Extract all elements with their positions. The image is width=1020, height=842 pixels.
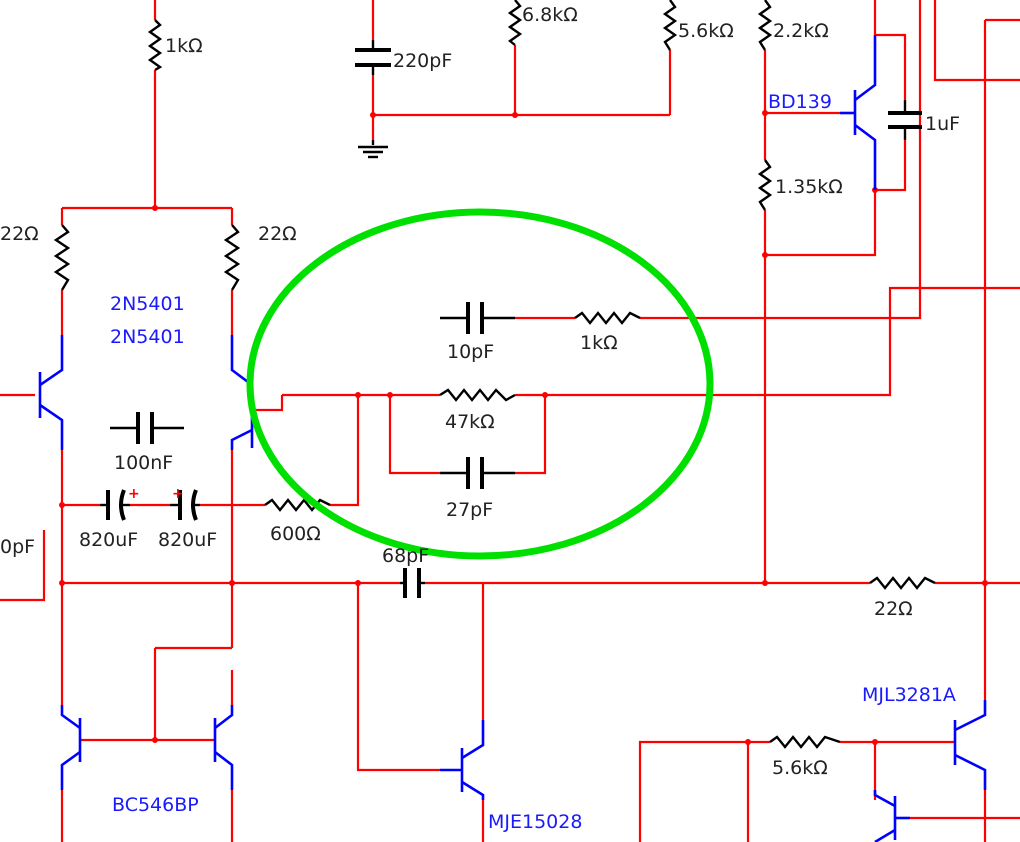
transistor-symbols [38,35,987,842]
component-labels: 1kΩ 6.8kΩ 5.6kΩ 2.2kΩ 220pF 1uF 1.35kΩ 2… [0,4,960,833]
label-q-mjl3281a: MJL3281A [862,684,956,706]
label-q-2n5401-b: 2N5401 [110,326,185,348]
label-q-mje15028: MJE15028 [488,811,582,833]
label-r-1-35k: 1.35kΩ [775,176,843,198]
label-q-bc546bp: BC546BP [112,794,199,816]
label-c-100n: 100nF [114,452,173,474]
label-r-1k-top: 1kΩ [165,35,203,57]
label-c-10p: 10pF [447,341,494,363]
polarity-mark-a: + [128,486,140,502]
label-r-600: 600Ω [270,523,321,545]
label-c-820u-a: 820uF [79,529,138,551]
label-r-22-left: 22Ω [0,223,39,245]
junctions [59,110,988,745]
label-c-68p: 68pF [382,545,429,567]
label-r-1k-mid: 1kΩ [580,332,618,354]
label-r-2-2k: 2.2kΩ [773,20,829,42]
label-r-5-6k-bot: 5.6kΩ [772,757,828,779]
label-r-22-mid: 22Ω [258,223,297,245]
label-c-27p: 27pF [446,499,493,521]
label-q-2n5401-a: 2N5401 [110,293,185,315]
label-c-220p: 220pF [393,50,452,72]
label-c-820u-b: 820uF [158,529,217,551]
label-q-bd139: BD139 [768,91,832,113]
label-c-left-partial: 0pF [0,536,35,558]
highlight-ellipse [246,208,714,560]
polarity-mark-b: + [172,486,184,502]
label-c-1u: 1uF [925,113,960,135]
label-r-47k: 47kΩ [445,411,495,433]
capacitor-symbols [100,40,922,598]
label-r-22-right: 22Ω [874,598,913,620]
label-r-6-8k: 6.8kΩ [522,4,578,26]
ground-icon [358,140,388,159]
label-r-5-6k-top: 5.6kΩ [678,20,734,42]
